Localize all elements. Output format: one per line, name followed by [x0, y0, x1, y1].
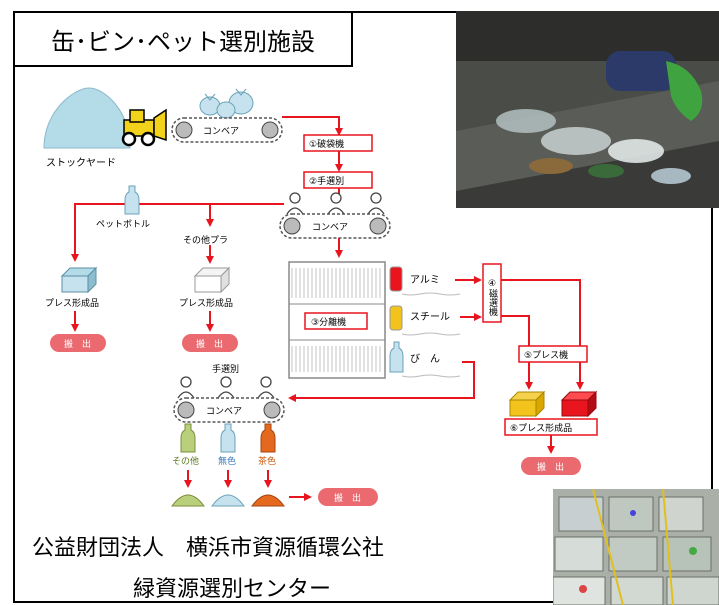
stockyard-mound	[43, 87, 131, 149]
step6-label: ⑥プレス形成品	[510, 422, 572, 434]
glass-clear-label: 無色	[218, 455, 236, 467]
cullet-pile-other	[171, 494, 205, 507]
conveyor-bottom: コンベア	[173, 397, 285, 423]
press-product-label-pet: プレス形成品	[45, 297, 99, 309]
discharge-label-glass: 搬 出	[334, 492, 361, 504]
aluminum-press-cube	[560, 390, 598, 418]
page-title: 缶･ビン･ペット選別施設	[13, 11, 353, 67]
bottle-clear-icon	[220, 423, 236, 453]
discharge-label-plastic: 搬 出	[196, 338, 223, 350]
pressed-bales-photo	[553, 489, 719, 605]
conveyor-top: コンベア	[171, 117, 283, 143]
step3-box	[304, 312, 368, 330]
bottles-label: び ん	[410, 353, 440, 365]
conveyor-middle: コンベア	[279, 213, 391, 239]
step1-label: ①破袋機	[309, 138, 344, 150]
pet-press-cube	[60, 266, 98, 294]
bottle-other-icon	[180, 423, 196, 453]
steel-press-cube	[508, 390, 546, 418]
step5-label: ⑤プレス機	[524, 349, 568, 361]
discharge-pill-glass	[318, 488, 378, 506]
discharge-pill-cans	[521, 457, 581, 475]
pet-bottle-label: ペットボトル	[96, 219, 150, 230]
steel-can-icon	[389, 305, 403, 331]
conveyor-label: コンベア	[203, 127, 239, 137]
step5-box	[518, 345, 588, 363]
sorting-line-photo	[456, 11, 719, 208]
press-product-label-plastic: プレス形成品	[179, 297, 233, 309]
discharge-pill-plastic	[182, 334, 238, 352]
garbage-bags-icon	[199, 88, 254, 119]
bottle-brown-icon	[260, 423, 276, 453]
discharge-label-pet: 搬 出	[64, 338, 91, 350]
worker-icons-bottom	[177, 376, 275, 399]
worker-icons-top	[286, 192, 385, 215]
cullet-pile-brown	[251, 494, 285, 507]
steel-label: スチール	[410, 311, 450, 323]
hand-sort-label: 手選別	[212, 363, 239, 375]
other-plastic-label: その他プラ	[183, 234, 228, 246]
discharge-label-cans: 搬 出	[537, 461, 564, 473]
aluminum-label: アルミ	[410, 275, 440, 286]
glass-bottle-icon	[389, 341, 404, 373]
cullet-pile-clear	[211, 494, 245, 507]
pet-bottle-icon	[124, 185, 140, 215]
conveyor-label: コンベア	[206, 407, 242, 417]
center-name: 緑資源選別センター	[133, 577, 332, 602]
stockyard-label: ストックヤード	[46, 157, 116, 169]
organization-name: 公益財団法人 横浜市資源循環公社	[32, 536, 385, 561]
step3-label: ③分離機	[311, 316, 346, 328]
conveyor-label: コンベア	[312, 223, 348, 233]
bulldozer-icon	[121, 108, 167, 147]
step2-label: ②手選別	[309, 175, 344, 187]
plastic-press-cube	[193, 266, 231, 294]
step4-box	[482, 263, 502, 323]
glass-brown-label: 茶色	[258, 455, 276, 467]
discharge-pill-pet	[50, 334, 106, 352]
step4-label: ④磁選機	[487, 279, 498, 317]
glass-other-label: その他	[172, 455, 199, 467]
aluminum-can-icon	[389, 266, 403, 292]
